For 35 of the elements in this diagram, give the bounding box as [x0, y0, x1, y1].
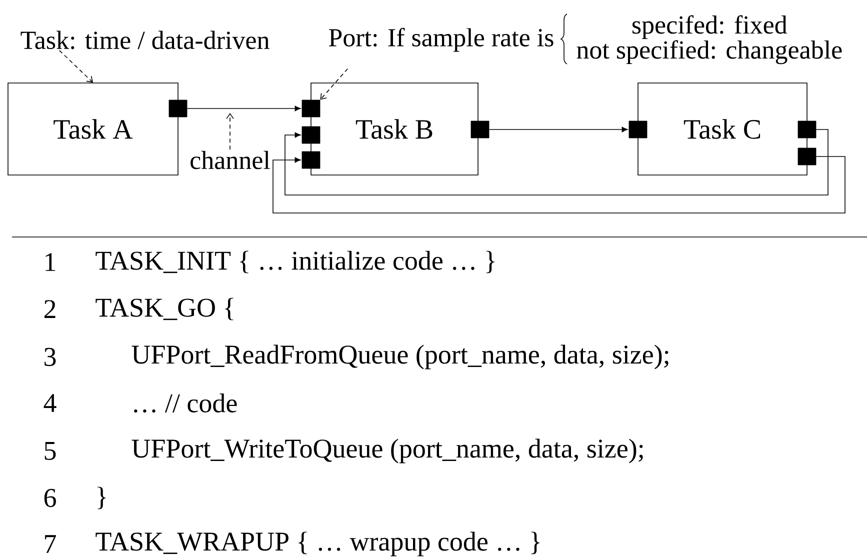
port-square	[302, 151, 320, 169]
line-number: 6	[44, 488, 56, 508]
leader-arrow	[320, 68, 348, 100]
line-number: 2	[44, 300, 56, 318]
line-number: 4	[44, 394, 56, 412]
code-line: TASK_INIT { … initialize code … }	[96, 250, 494, 274]
port-square	[168, 100, 188, 118]
task-box: Task A	[8, 82, 178, 176]
port-square	[798, 120, 816, 138]
leader-arrow	[58, 50, 93, 83]
port-square	[798, 148, 816, 166]
line-number: 5	[44, 442, 56, 460]
task-box: Task B	[310, 82, 478, 176]
channel-arrow	[488, 126, 628, 132]
code-line: UFPort_ReadFromQueue (port_name, data, size);	[132, 344, 668, 370]
line-number: 3	[44, 348, 56, 366]
annotation-text: Port: If sample rate is specifed: fixed not specified: changeable	[328, 15, 842, 64]
channel-arrow	[272, 156, 846, 214]
annotation-text: channel	[190, 150, 270, 170]
port-square	[302, 126, 320, 144]
channel-arrow	[284, 129, 828, 196]
code-line: TASK_GO {	[96, 298, 234, 320]
port-square	[302, 100, 320, 118]
port-square	[470, 120, 490, 138]
code-line: TASK_WRAPUP { … wrapup code … }	[96, 532, 540, 556]
code-line: UFPort_WriteToQueue (port_name, data, size);	[132, 438, 643, 464]
annotation-text: Task: time / data-driven	[20, 30, 270, 50]
port-square	[628, 120, 648, 138]
channel-arrow	[186, 106, 301, 112]
line-number: 1	[46, 253, 56, 271]
leader-arrow	[226, 113, 234, 150]
line-number: 7	[45, 535, 56, 553]
code-line: }	[98, 486, 106, 510]
code-line: … // code	[134, 393, 237, 413]
task-box: Task C	[638, 82, 808, 176]
